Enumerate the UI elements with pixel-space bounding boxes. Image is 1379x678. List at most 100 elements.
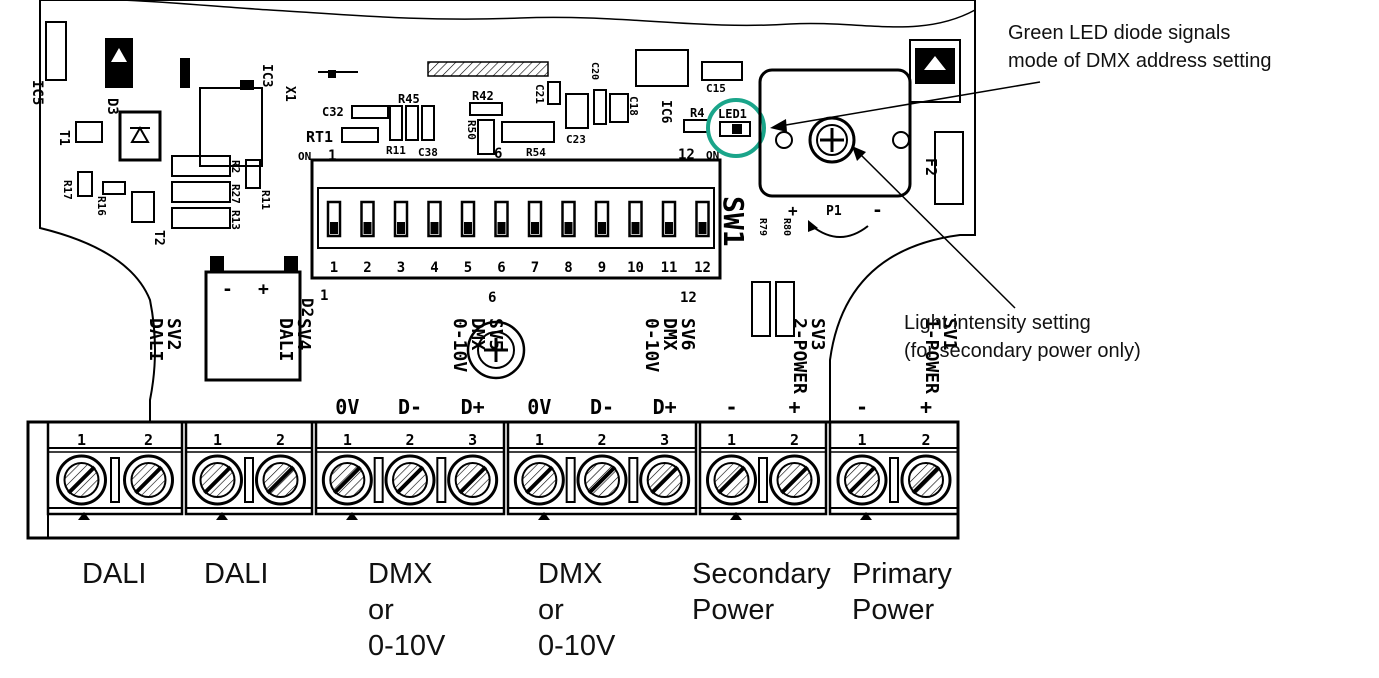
dip-slot[interactable] <box>360 200 375 238</box>
caption-sv3: Power <box>692 594 775 626</box>
pin-number: 3 <box>468 431 477 449</box>
svg-text:R11: R11 <box>386 144 406 157</box>
pin-number: 2 <box>405 431 414 449</box>
dip-slot[interactable] <box>695 200 710 238</box>
signal-label: D+ <box>461 395 485 419</box>
rotated-label: DALI <box>275 318 296 361</box>
svg-text:R16: R16 <box>95 196 108 216</box>
screw-terminal[interactable] <box>706 454 757 506</box>
board-outline <box>39 0 976 423</box>
caption-sv1: Power <box>852 594 935 626</box>
annotation-led-line1: Green LED diode signals <box>1008 22 1230 44</box>
annotation-intensity[interactable]: Light intensity setting (for secondary p… <box>852 146 1141 362</box>
svg-text:6: 6 <box>488 290 496 306</box>
signal-label: - <box>725 395 737 419</box>
dip-slot-knob <box>497 222 506 234</box>
rotated-label: SV3 <box>807 318 828 351</box>
rotated-label: 0-10V <box>449 318 470 372</box>
signal-label: D- <box>590 395 614 419</box>
caption-sv6: 0-10V <box>538 630 616 662</box>
led1-component: LED1 <box>718 107 751 137</box>
dip-slot[interactable] <box>527 200 543 238</box>
dip-slot[interactable] <box>594 200 610 238</box>
dip-slot[interactable] <box>628 200 643 238</box>
rotated-label: SV6 <box>677 318 698 351</box>
screw-terminal[interactable] <box>123 454 174 506</box>
screw-terminal[interactable] <box>769 454 820 506</box>
screw-terminal[interactable] <box>255 454 306 506</box>
screw-terminal[interactable] <box>384 454 436 506</box>
dip-number: 10 <box>627 260 644 276</box>
potentiometer-p1: P1 + - R79 R80 <box>757 68 912 238</box>
t1-component: T1 R17 R16 T2 <box>56 121 166 246</box>
svg-text:F2: F2 <box>922 158 940 176</box>
screw-terminal[interactable] <box>576 454 628 506</box>
svg-text:C20: C20 <box>589 62 600 80</box>
svg-text:T2: T2 <box>151 230 166 246</box>
f2-fuse: F2 <box>922 131 964 205</box>
board-top-wave <box>40 0 976 28</box>
pin-number: 2 <box>921 431 930 449</box>
dip-slot[interactable] <box>393 200 409 238</box>
dip-slot[interactable] <box>561 200 576 238</box>
screw-terminal[interactable] <box>56 454 107 506</box>
screw-terminal[interactable] <box>639 454 691 506</box>
svg-text:R54: R54 <box>526 146 546 159</box>
small-resistors-right <box>751 281 795 337</box>
rotated-label: 0-10V <box>641 318 662 372</box>
screw-terminal[interactable] <box>900 454 952 506</box>
dip-slot-knob <box>665 222 673 234</box>
annotation-intensity-line1: Light intensity setting <box>904 312 1091 334</box>
top-right-connector <box>909 39 961 103</box>
screw-terminal[interactable] <box>513 454 565 506</box>
pin-number: 2 <box>144 431 153 449</box>
dip-slot-knob <box>631 222 640 234</box>
screw-terminal[interactable] <box>321 454 373 506</box>
signal-label: + <box>788 395 800 419</box>
svg-text:C21: C21 <box>533 84 546 104</box>
dip-number: 7 <box>531 260 539 276</box>
dip-slot[interactable] <box>326 200 342 238</box>
svg-text:C32: C32 <box>322 105 344 119</box>
svg-text:R80: R80 <box>781 218 792 236</box>
arrow-head-led <box>770 119 787 132</box>
dip-slot[interactable] <box>494 200 509 238</box>
signal-label: 0V <box>335 395 359 419</box>
svg-text:C23: C23 <box>566 133 586 146</box>
svg-text:IC3: IC3 <box>259 64 274 87</box>
dip-slot[interactable] <box>661 200 677 238</box>
pin-number: 1 <box>213 431 222 449</box>
rotated-label: SV1 <box>939 318 960 351</box>
dip-slot[interactable] <box>427 200 442 238</box>
screw-terminal[interactable] <box>836 454 888 506</box>
dip-slot-knob <box>330 222 338 234</box>
svg-text:1: 1 <box>328 148 336 164</box>
dip-number: 8 <box>564 260 572 276</box>
svg-text:R17: R17 <box>61 180 74 200</box>
rotated-label: 2-POWER <box>789 318 810 394</box>
pin-number: 2 <box>276 431 285 449</box>
caption-sv6: DMX <box>538 558 602 590</box>
pin-number: 1 <box>535 431 544 449</box>
label-ic5: IC5 <box>29 80 45 105</box>
svg-text:LED1: LED1 <box>718 107 747 121</box>
dip-number: 4 <box>430 260 438 276</box>
pin-number: 1 <box>857 431 866 449</box>
svg-text:R2: R2 <box>229 160 242 173</box>
screw-terminal[interactable] <box>192 454 243 506</box>
dip-number: 11 <box>661 260 678 276</box>
svg-text:D2: D2 <box>298 298 317 317</box>
dip-slot[interactable] <box>460 200 476 238</box>
annotation-led[interactable]: Green LED diode signals mode of DMX addr… <box>770 22 1271 132</box>
screw-terminal[interactable] <box>447 454 499 506</box>
signal-label: D+ <box>653 395 677 419</box>
